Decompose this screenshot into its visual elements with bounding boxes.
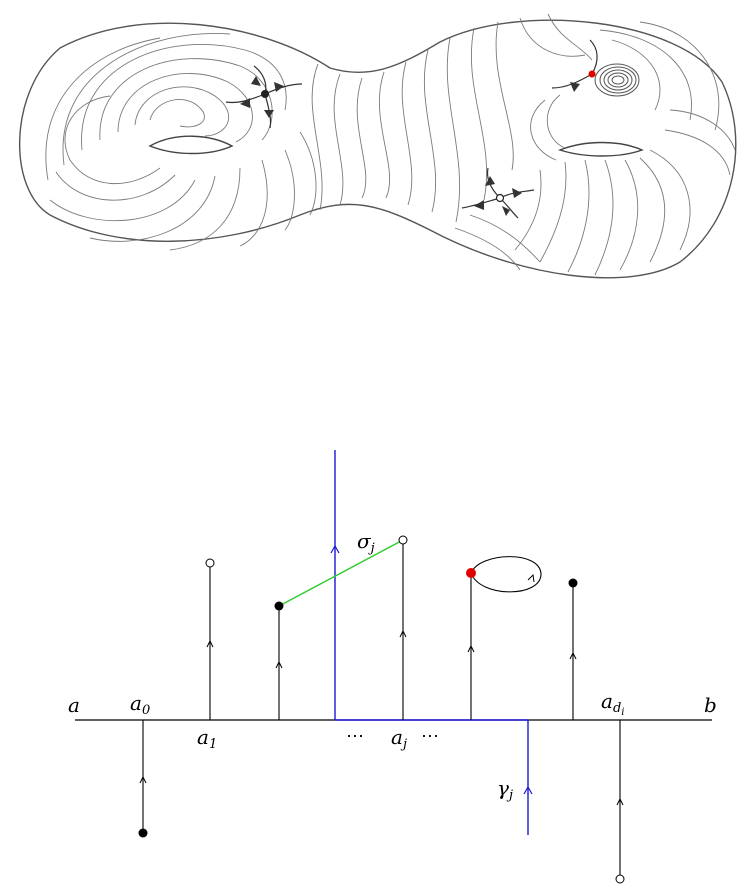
green-edge (278, 539, 404, 607)
surface-outline (18, 19, 737, 279)
saddle-point-right (495, 193, 505, 203)
filled-endpoint-a0 (138, 828, 148, 838)
saddle-separatrices (225, 39, 598, 219)
label-sigma-j: σj (357, 529, 375, 556)
loop-cycle (470, 556, 542, 593)
filled-endpoint-right (568, 578, 578, 588)
open-endpoint-aj (398, 535, 408, 545)
vertical-stems (142, 541, 621, 876)
label-dots-right: ⋯ (421, 726, 439, 747)
open-endpoint-adi (615, 874, 625, 884)
spiral-sink (594, 63, 640, 97)
label-a0: a0 (130, 691, 150, 718)
label-dots-left: ⋯ (346, 726, 364, 747)
loop-arrowhead (527, 573, 535, 583)
blue-arrowheads (330, 544, 533, 795)
label-gamma-j: γj (497, 776, 513, 803)
label-aj: aj (391, 725, 407, 752)
label-a1: a1 (197, 725, 217, 752)
open-endpoint-a1 (205, 558, 215, 568)
surface-sketch (18, 13, 737, 279)
filled-endpoint-green-start (274, 601, 284, 611)
label-adi: adi (601, 689, 624, 718)
middle-flow-lines (311, 21, 514, 223)
right-flow-lines (454, 13, 736, 276)
right-hole (557, 141, 644, 157)
red-point (588, 70, 596, 78)
left-flow-lines (45, 32, 317, 251)
label-a: a (68, 693, 80, 717)
blue-path-sigma (334, 450, 529, 835)
red-endpoint (466, 568, 476, 578)
saddle-point-left (261, 90, 269, 98)
stem-arrowheads (139, 629, 624, 806)
label-b: b (704, 693, 717, 717)
left-hole (148, 135, 234, 155)
flow-arrowheads (240, 76, 580, 216)
